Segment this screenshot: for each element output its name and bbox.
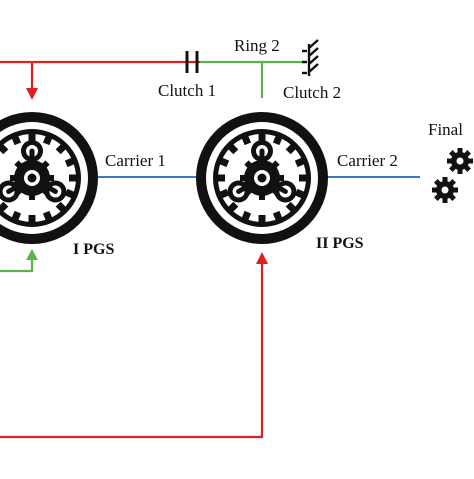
red-arrowheads [26, 88, 268, 264]
clutch-2-label: Clutch 2 [283, 83, 341, 102]
red-power-path [0, 60, 264, 439]
pgs-1-label: I PGS [73, 241, 114, 258]
carrier-2-label: Carrier 2 [337, 151, 398, 170]
ground-icon [302, 39, 319, 76]
carrier-1-label: Carrier 1 [105, 151, 166, 170]
final-label: Final [428, 120, 463, 139]
final-gear-pair-icon [432, 148, 473, 203]
pgs-1-gear-set-icon [0, 112, 98, 244]
ring-2-label: Ring 2 [234, 36, 280, 55]
green-arrowhead [26, 249, 38, 260]
pgs-2-label: II PGS [316, 235, 364, 252]
green-path [0, 60, 306, 273]
pgs-2-gear-set-icon [196, 112, 328, 244]
clutch-1-label: Clutch 1 [158, 81, 216, 100]
clutch-icon [185, 51, 199, 73]
